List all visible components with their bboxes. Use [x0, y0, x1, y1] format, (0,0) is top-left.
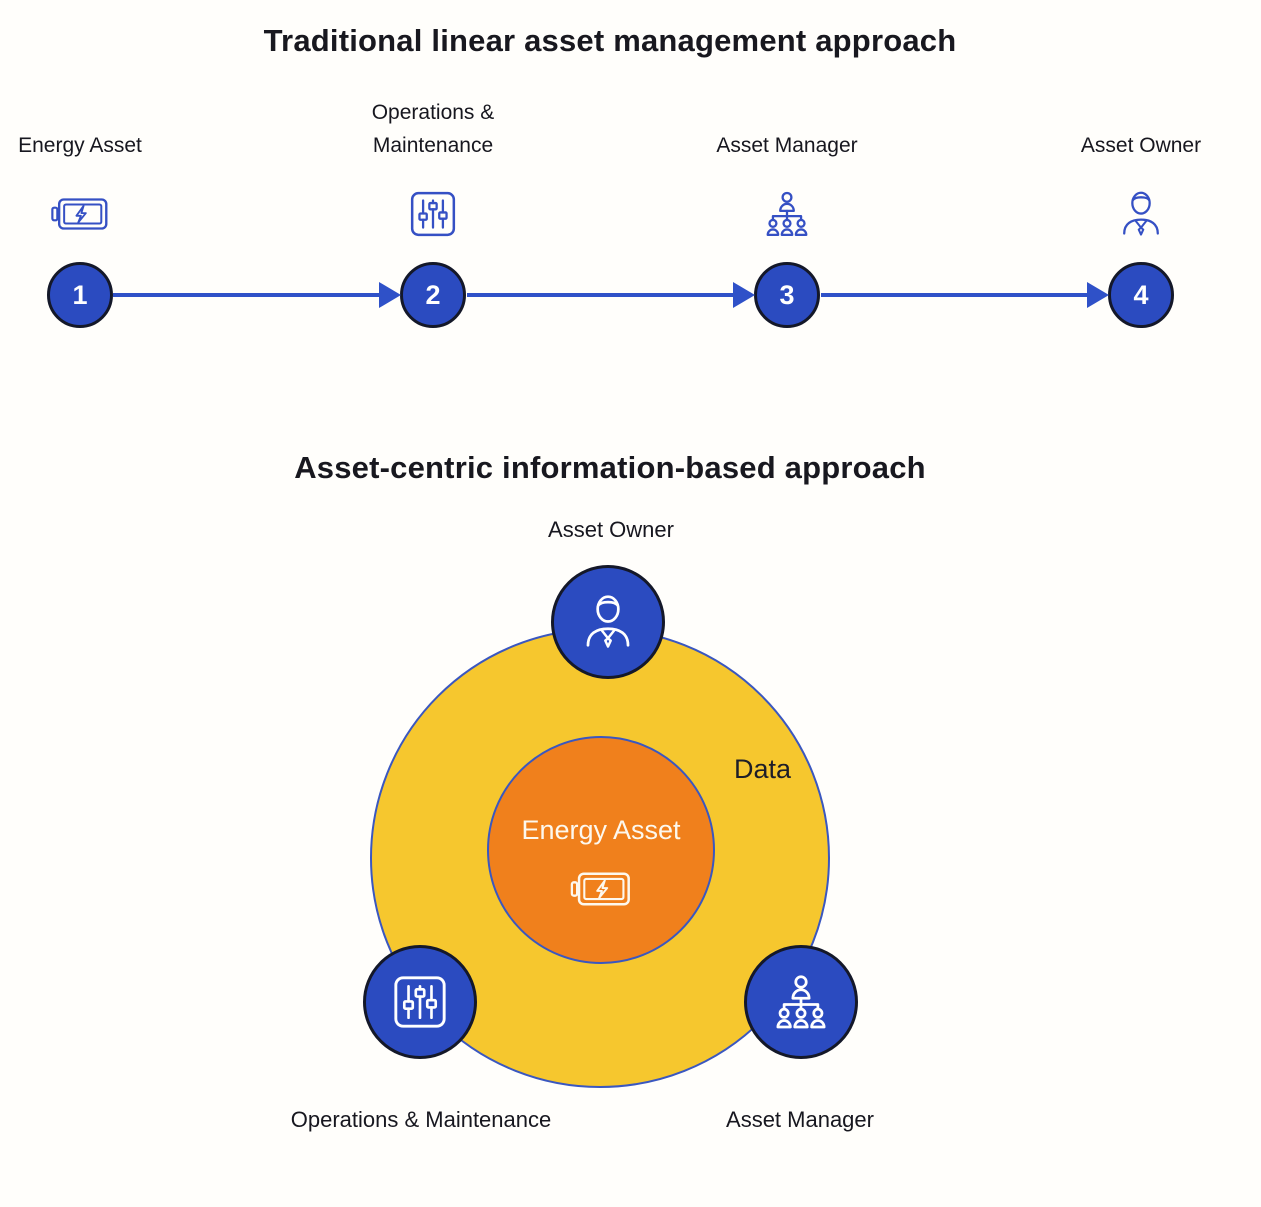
stage-label: Asset Manager	[716, 134, 858, 157]
core-label: Energy Asset	[521, 814, 681, 845]
sliders-icon	[408, 188, 458, 240]
stage-label: Energy Asset	[18, 134, 142, 157]
node-operations-maintenance	[363, 945, 477, 1059]
battery-icon	[570, 868, 632, 910]
stage-number-circle: 4	[1108, 262, 1174, 328]
linear-section-title: Traditional linear asset management appr…	[263, 22, 957, 58]
stage-label: Operations & Maintenance	[371, 101, 495, 157]
org-chart-icon	[762, 188, 812, 240]
stage-number-circle: 3	[754, 262, 820, 328]
stage-asset-manager: Asset Manager 3	[667, 94, 907, 328]
node-label-operations-maintenance: Operations & Maintenance	[290, 1107, 552, 1132]
org-chart-icon	[771, 972, 831, 1032]
node-label-asset-manager: Asset Manager	[726, 1107, 874, 1132]
centric-section-title: Asset-centric information-based approach	[294, 449, 926, 485]
person-icon	[577, 591, 639, 653]
sliders-icon	[391, 973, 449, 1031]
ring-label-data: Data	[733, 754, 792, 784]
node-asset-manager	[744, 945, 858, 1059]
energy-asset-core: Energy Asset	[487, 736, 715, 964]
node-label-asset-owner: Asset Owner	[548, 517, 674, 542]
stage-asset-owner: Asset Owner 4	[1021, 94, 1261, 328]
stage-number-circle: 1	[47, 262, 113, 328]
node-asset-owner	[551, 565, 665, 679]
stage-operations-maintenance: Operations & Maintenance 2	[313, 94, 553, 328]
battery-icon	[51, 188, 109, 240]
person-icon	[1115, 188, 1167, 240]
stage-label: Asset Owner	[1080, 134, 1202, 157]
flow-arrows	[113, 282, 1109, 308]
stage-number-circle: 2	[400, 262, 466, 328]
stage-energy-asset: Energy Asset 1	[0, 94, 200, 328]
